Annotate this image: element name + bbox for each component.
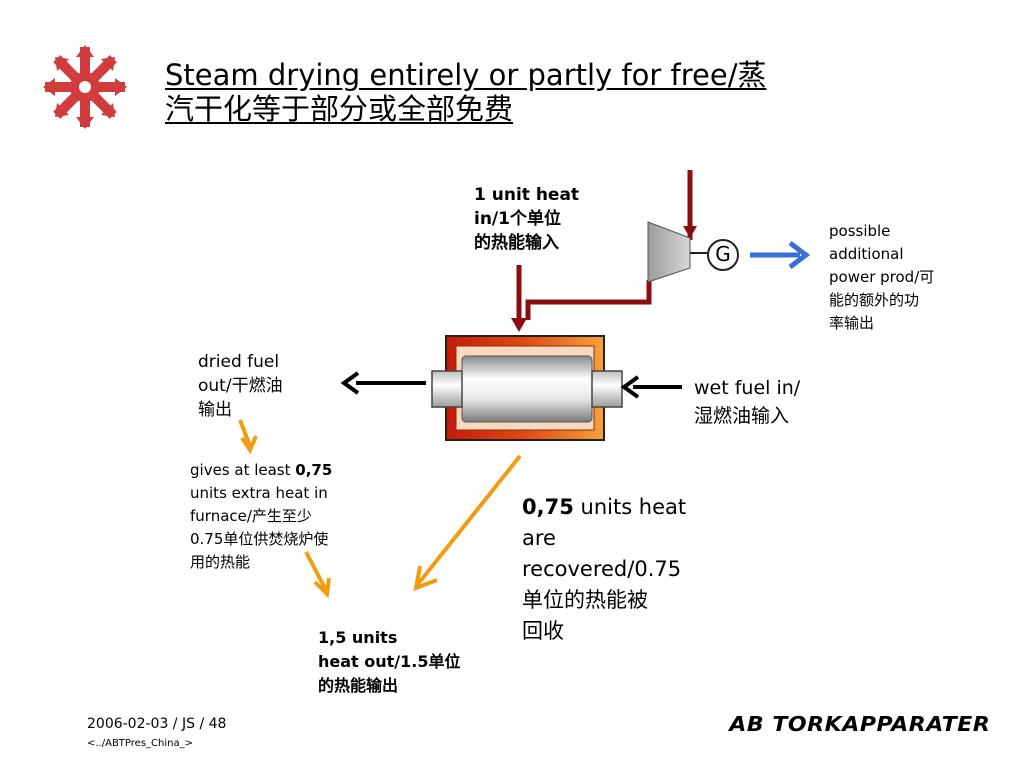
- footer-path: <../ABTPres_China_>: [87, 738, 193, 749]
- heat-in-line-2: in/1个单位: [474, 209, 561, 229]
- wet-fuel-line-2: 湿燃油输入: [694, 405, 790, 427]
- heat-recovery-arrow: [413, 454, 522, 592]
- recovered-line-2: are: [522, 526, 556, 550]
- title-line-1: Steam drying entirely or partly for free…: [165, 58, 767, 92]
- extra-heat-arrow: [238, 419, 258, 455]
- recovered-line-5: 回收: [522, 619, 564, 643]
- extra-heat-line-2: units extra heat in: [190, 484, 328, 502]
- steam-line: [511, 170, 697, 332]
- extra-heat-line-1: gives at least 0,75: [190, 461, 333, 479]
- power-out-line-5: 率输出: [829, 314, 875, 332]
- wet-fuel-arrow: [620, 375, 682, 399]
- wet-fuel-label: wet fuel in/ 湿燃油输入: [694, 374, 800, 430]
- extra-heat-value: 0,75: [295, 461, 333, 479]
- company-wordmark: AB TORKAPPARATER: [728, 712, 990, 736]
- power-arrow: [750, 241, 811, 269]
- recovered-line-3: recovered/0.75: [522, 557, 682, 581]
- dried-fuel-arrow: [340, 371, 426, 395]
- dried-fuel-line-1: dried fuel: [198, 352, 280, 372]
- power-out-line-1: possible: [829, 222, 891, 240]
- dryer: [431, 335, 623, 441]
- recovered-heat-label: 0,75 units heat are recovered/0.75 单位的热能…: [522, 492, 686, 647]
- power-out-line-2: additional: [829, 245, 904, 263]
- extra-heat-line-4: 0.75单位供焚烧炉使: [190, 530, 329, 548]
- recovered-line-1: 0,75 units heat: [522, 495, 687, 519]
- page-title: Steam drying entirely or partly for free…: [165, 58, 766, 126]
- extra-heat-label: gives at least 0,75 units extra heat in …: [190, 459, 332, 574]
- wet-fuel-line-1: wet fuel in/: [694, 377, 801, 399]
- power-out-line-3: power prod/可: [829, 268, 935, 286]
- recovered-value: 0,75: [522, 495, 574, 519]
- extra-heat-line-3: furnace/产生至少: [190, 507, 312, 525]
- footer-date: 2006-02-03 / JS / 48: [87, 716, 227, 732]
- dried-fuel-line-3: 输出: [198, 400, 232, 420]
- company-star-logo: [43, 45, 127, 129]
- generator-icon: [707, 239, 739, 271]
- turbine: [647, 221, 691, 283]
- power-out-line-4: 能的额外的功: [829, 291, 920, 309]
- title-line-2: 汽干化等于部分或全部免费: [165, 92, 514, 126]
- heat-in-line-3: 的热能输入: [474, 233, 559, 253]
- recovered-line-4: 单位的热能被: [522, 588, 648, 612]
- dried-fuel-label: dried fuel out/干燃油 输出: [198, 350, 283, 422]
- dried-fuel-line-2: out/干燃油: [198, 376, 283, 396]
- heat-out-line-3: 的热能输出: [318, 676, 399, 695]
- heat-in-label: 1 unit heat in/1个单位 的热能输入: [474, 183, 579, 255]
- heat-out-line-2: heat out/1.5单位: [318, 652, 461, 671]
- heat-in-line-1: 1 unit heat: [474, 185, 580, 205]
- heat-out-line-1: 1,5 units: [318, 628, 398, 647]
- generator-label: G: [715, 242, 731, 266]
- heat-out-arrow: [304, 551, 331, 599]
- power-out-label: possible additional power prod/可 能的额外的功 …: [829, 220, 934, 335]
- heat-out-label: 1,5 units heat out/1.5单位 的热能输出: [318, 626, 460, 698]
- extra-heat-line-5: 用的热能: [190, 553, 251, 571]
